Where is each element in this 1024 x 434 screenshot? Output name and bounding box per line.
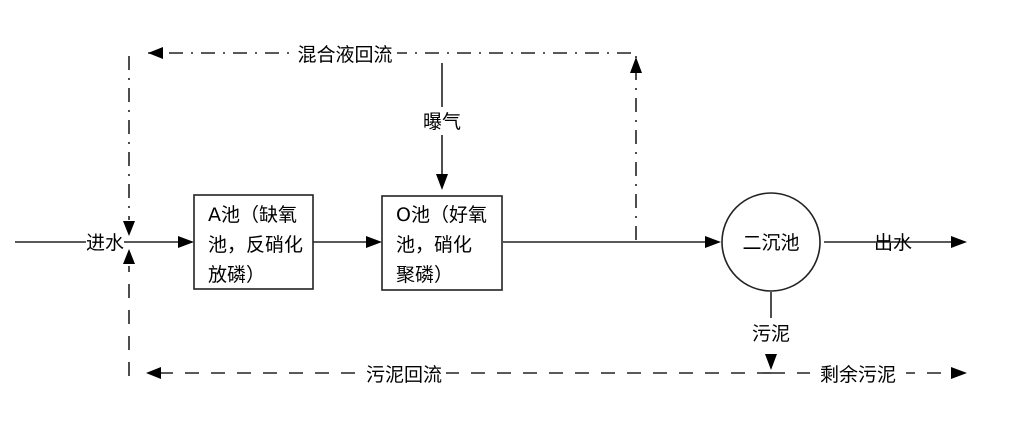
a-tank-line-2: 池，反硝化	[208, 234, 303, 256]
outlet-label: 出水	[874, 232, 912, 254]
o-tank-box	[381, 195, 503, 291]
arrow-head	[765, 354, 777, 370]
a-tank-line-3: 放磷）	[208, 264, 265, 286]
arrow-head	[436, 174, 448, 190]
arrow-head	[366, 236, 382, 248]
inlet-label: 进水	[86, 232, 124, 254]
sludge-label: 污泥	[752, 323, 790, 345]
o-tank-line-1: O池（好氧	[396, 204, 487, 226]
excess-sludge-label: 剩余污泥	[820, 364, 896, 386]
secondary-clarifier	[721, 192, 821, 292]
o-tank-line-2: 池，硝化	[396, 234, 472, 256]
sludge-return-label: 污泥回流	[366, 364, 442, 386]
arrow-head	[951, 236, 967, 248]
arrow-head	[630, 57, 642, 73]
aeration-label: 曝气	[423, 111, 461, 133]
arrow-head	[123, 249, 135, 264]
o-tank-line-3: 聚磷）	[396, 264, 453, 286]
mixed-liquor-return-label: 混合液回流	[297, 44, 392, 66]
clarifier-label: 二沉池	[742, 232, 799, 254]
arrow-head	[178, 236, 194, 248]
arrow-head	[146, 367, 161, 379]
arrow-head	[123, 221, 135, 236]
arrow-head	[951, 367, 967, 379]
arrow-head	[705, 236, 721, 248]
a-tank-box	[193, 194, 314, 290]
arrow-head	[148, 47, 163, 59]
a-tank-line-1: A池（缺氧	[208, 204, 297, 226]
